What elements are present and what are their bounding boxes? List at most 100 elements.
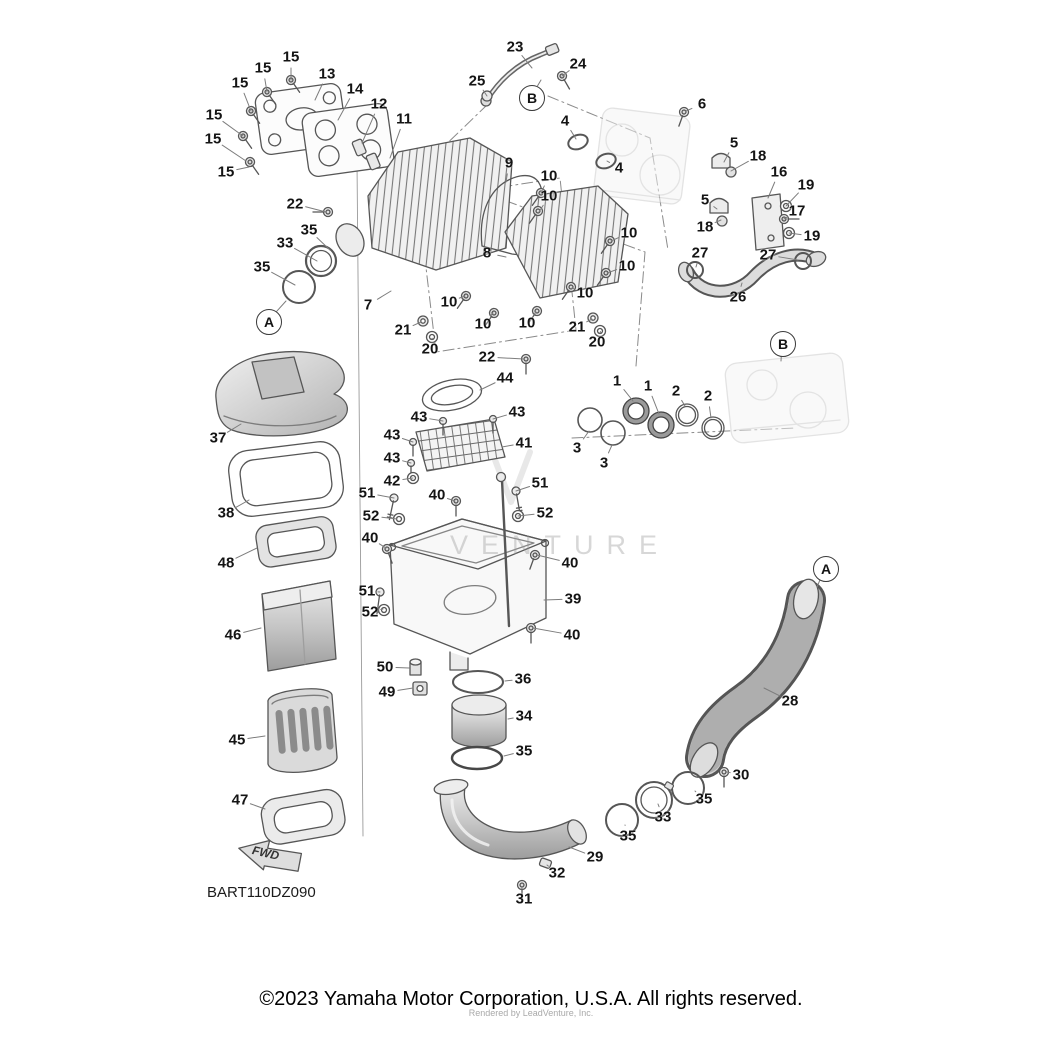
part-code: BART110DZ090 bbox=[207, 884, 316, 901]
nut-21 bbox=[587, 312, 599, 324]
leader-line bbox=[571, 287, 576, 290]
clamp-32 bbox=[538, 857, 553, 869]
part-grommet-49 bbox=[412, 681, 428, 696]
leader-line bbox=[681, 399, 686, 407]
part-case-lower-39 bbox=[387, 518, 550, 671]
leader-line bbox=[221, 144, 247, 162]
leader-line bbox=[497, 357, 525, 360]
part-elbow-duct-29 bbox=[433, 778, 587, 860]
clamps-4 bbox=[567, 133, 617, 170]
part-cage-45 bbox=[267, 688, 338, 773]
part-ring-35-center bbox=[450, 745, 504, 771]
leader-line bbox=[378, 543, 387, 549]
part-joint-plate-14 bbox=[301, 102, 395, 178]
leader-line bbox=[568, 846, 586, 854]
leader-line bbox=[501, 444, 514, 448]
leader-line bbox=[222, 120, 244, 137]
leader-line bbox=[305, 206, 327, 213]
leader-line bbox=[402, 460, 412, 464]
part-seal-38 bbox=[228, 441, 344, 517]
leader-line bbox=[243, 92, 252, 112]
part-joint-clamp-33-left bbox=[304, 244, 338, 278]
leader-line bbox=[235, 499, 250, 509]
leader-line bbox=[536, 554, 560, 561]
part-ring-35-duct bbox=[671, 771, 705, 805]
watermark-logo bbox=[489, 449, 533, 505]
leader-line bbox=[429, 418, 444, 422]
part-filter-element-41 bbox=[415, 418, 506, 472]
clamp-27 bbox=[686, 261, 704, 279]
leader-line bbox=[361, 113, 376, 144]
frame-line bbox=[356, 161, 364, 837]
leader-line bbox=[377, 494, 395, 499]
leader-line bbox=[532, 627, 562, 634]
leader-line bbox=[226, 423, 242, 433]
ghost-engine-top bbox=[593, 107, 691, 205]
leader-line bbox=[294, 247, 318, 262]
long-bolt-40 bbox=[495, 471, 511, 628]
leader-line bbox=[505, 173, 508, 183]
part-breather-pipe-23 bbox=[480, 42, 560, 107]
leader-line bbox=[515, 485, 531, 492]
leader-line bbox=[730, 160, 749, 172]
leader-line bbox=[507, 717, 514, 720]
leader-line bbox=[492, 414, 507, 420]
leader-line bbox=[397, 687, 414, 691]
ghost-engine-right bbox=[724, 352, 850, 444]
washer-20 bbox=[425, 330, 439, 344]
leader-line bbox=[767, 181, 776, 199]
part-air-cleaner-case-1 bbox=[335, 137, 513, 271]
leader-line bbox=[489, 312, 494, 317]
renderer-credit: Rendered by LeadVenture, Inc. bbox=[468, 1008, 594, 1018]
leader-line bbox=[402, 477, 414, 480]
leader-line bbox=[740, 282, 743, 287]
bolt-24 bbox=[555, 69, 575, 92]
leader-line bbox=[778, 256, 799, 261]
leader-line bbox=[314, 83, 323, 101]
part-joint-duct-34 bbox=[451, 694, 507, 748]
leader-line bbox=[504, 679, 513, 682]
leader-lines-layer bbox=[221, 55, 821, 890]
part-gasket-47 bbox=[260, 788, 346, 845]
leader-line bbox=[380, 608, 384, 611]
part-clamp-5-lower bbox=[709, 197, 729, 227]
leader-line bbox=[243, 627, 262, 633]
leader-line bbox=[276, 300, 287, 312]
part-bracket-16 bbox=[751, 193, 785, 251]
part-joint-clamp-33-duct bbox=[635, 781, 674, 819]
leader-line bbox=[570, 129, 577, 140]
leader-line bbox=[446, 497, 456, 502]
leader-line bbox=[497, 254, 507, 258]
bolt-30 bbox=[718, 766, 730, 788]
leader-line bbox=[785, 192, 799, 207]
leader-line bbox=[610, 236, 620, 242]
part-duct-46 bbox=[261, 580, 337, 672]
leader-line bbox=[533, 311, 537, 315]
part-intake-duct-28 bbox=[685, 578, 826, 778]
copyright-text: ©2023 Yamaha Motor Corporation, U.S.A. A… bbox=[259, 988, 803, 1010]
leader-line bbox=[458, 295, 466, 299]
leader-line bbox=[713, 206, 718, 210]
part-hose-26 bbox=[677, 248, 827, 298]
leader-line bbox=[412, 321, 422, 327]
leader-line bbox=[538, 204, 544, 213]
leader-line bbox=[381, 516, 398, 520]
leader-line bbox=[316, 237, 331, 251]
leader-line bbox=[606, 160, 610, 163]
leader-line bbox=[788, 232, 802, 236]
leader-line bbox=[651, 395, 660, 415]
leader-line bbox=[783, 216, 789, 220]
leader-line bbox=[694, 790, 697, 793]
leader-line bbox=[723, 152, 730, 163]
leader-line bbox=[695, 263, 698, 268]
leader-line bbox=[657, 803, 660, 808]
leader-line bbox=[503, 753, 514, 757]
leader-line bbox=[249, 803, 266, 810]
leader-line bbox=[714, 219, 722, 224]
leader-line bbox=[236, 166, 250, 171]
part-rings-row bbox=[577, 397, 725, 446]
part-duct-cover-37 bbox=[215, 350, 348, 437]
leader-line bbox=[376, 290, 392, 300]
leader-line bbox=[337, 98, 351, 121]
leader-line bbox=[763, 687, 781, 697]
